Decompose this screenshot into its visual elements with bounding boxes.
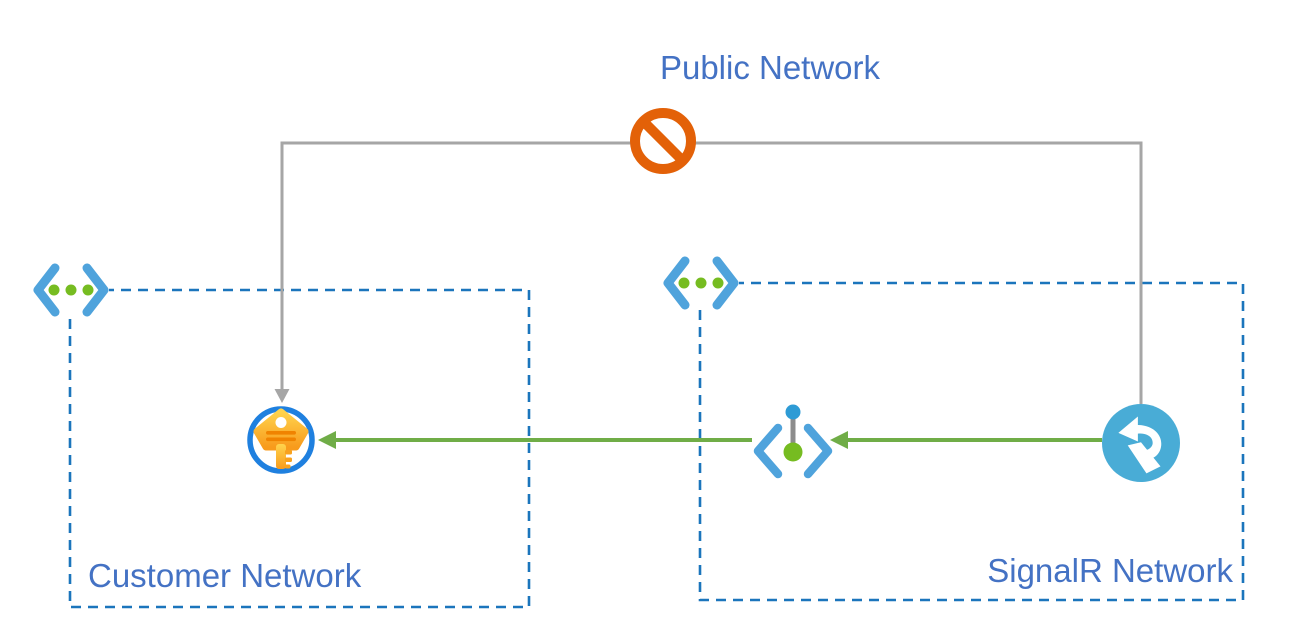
public-network-line xyxy=(274,141,1143,404)
green-arrow-signalr-to-endpoint xyxy=(830,431,1102,449)
blocked-icon xyxy=(630,108,696,174)
private-endpoint-icon xyxy=(753,404,833,479)
signalr-network-label: SignalR Network xyxy=(987,552,1233,589)
customer-network-box xyxy=(68,288,531,609)
virtual-network-icon xyxy=(33,263,109,317)
gray-arrowhead-to-key xyxy=(274,389,290,403)
virtual-network-icon xyxy=(663,256,739,310)
signalr-network-box xyxy=(698,281,1245,602)
public-network-label: Public Network xyxy=(659,49,881,86)
customer-network-label: Customer Network xyxy=(88,557,362,594)
green-arrow-endpoint-to-key xyxy=(318,431,752,449)
signalr-icon xyxy=(1102,404,1180,482)
key-vault-icon xyxy=(247,406,315,474)
